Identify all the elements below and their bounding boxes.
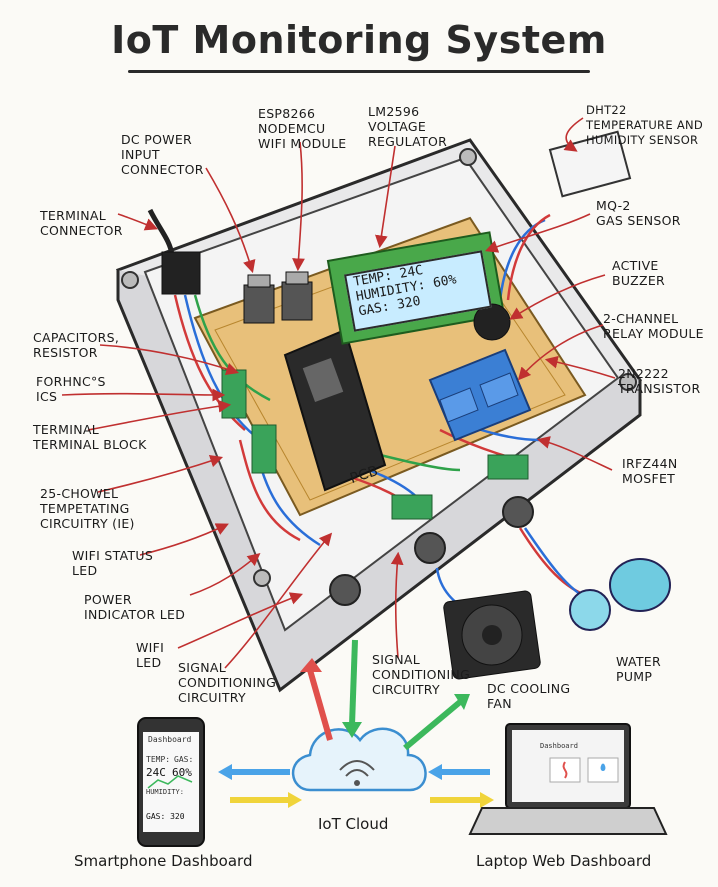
label-wifi-status-led: WIFI STATUS LED bbox=[72, 548, 154, 578]
label-signal-conditioning-2: SIGNAL CONDITIONING CIRCUITRY bbox=[372, 652, 471, 697]
label-buzzer: ACTIVE BUZZER bbox=[612, 258, 666, 288]
cooling-fan bbox=[443, 590, 541, 680]
label-lm2596: LM2596 VOLTAGE REGULATOR bbox=[368, 104, 448, 149]
label-signal-conditioning-1: SIGNAL CONDITIONING CIRCUITRY bbox=[178, 660, 277, 705]
water-pump bbox=[569, 558, 671, 631]
relay-module bbox=[428, 348, 532, 442]
page-title: IoT Monitoring System bbox=[111, 18, 607, 62]
terminal-blocks bbox=[221, 369, 529, 520]
label-transistor: 2N2222 TRANSISTOR bbox=[618, 366, 701, 396]
phone-gas-value: 60% bbox=[172, 766, 192, 779]
smartphone bbox=[137, 717, 205, 847]
laptop bbox=[468, 723, 668, 835]
phone-header: Dashboard bbox=[148, 735, 192, 744]
label-pump: WATER PUMP bbox=[616, 654, 661, 684]
esp8266-module bbox=[283, 328, 387, 492]
label-terminal-block: TERMINAL TERMINAL BLOCK bbox=[33, 422, 147, 452]
label-terminal-connector: TERMINAL CONNECTOR bbox=[40, 208, 123, 238]
caption-smartphone: Smartphone Dashboard bbox=[74, 852, 253, 870]
label-fan: DC COOLING FAN bbox=[487, 681, 571, 711]
label-wifi-led: WIFI LED bbox=[136, 640, 165, 670]
label-capacitors: CAPACITORS, RESISTOR bbox=[33, 330, 120, 360]
caption-laptop: Laptop Web Dashboard bbox=[476, 852, 652, 870]
wiring bbox=[173, 213, 591, 612]
phone-temp-value: 24C bbox=[146, 766, 166, 779]
label-mosfet: IRFZ44N MOSFET bbox=[622, 456, 678, 486]
leader-lines bbox=[61, 117, 616, 669]
title-underline bbox=[128, 70, 590, 73]
phone-temp-label: TEMP: bbox=[146, 755, 171, 764]
label-esp8266: ESP8266 NODEMCU WIFI MODULE bbox=[258, 106, 347, 151]
voltage-regulators bbox=[243, 271, 313, 324]
phone-gas-label: GAS: bbox=[174, 755, 194, 764]
cloud-label: IoT Cloud bbox=[318, 815, 389, 833]
label-mq2: MQ-2 GAS SENSOR bbox=[596, 198, 681, 228]
phone-humidity-label: HUMIDITY: bbox=[146, 788, 184, 796]
laptop-header: Dashboard bbox=[540, 742, 578, 750]
label-dc-power: DC POWER INPUT CONNECTOR bbox=[121, 132, 204, 177]
label-channel-circuitry: 25-CHOWEL TEMPETATING CIRCUITRY (IE) bbox=[40, 486, 135, 531]
label-power-led: POWER INDICATOR LED bbox=[84, 592, 186, 622]
label-ics: FORHNC°S ICs bbox=[36, 374, 106, 404]
dc-power-connector bbox=[147, 208, 201, 295]
phone-gas-row: GAS: 320 bbox=[146, 812, 185, 821]
label-relay: 2-CHANNEL RELAY MODULE bbox=[603, 311, 704, 341]
active-buzzer bbox=[473, 303, 511, 341]
label-dht22: DHT22 TEMPERATURE AND HUMIDITY SENSOR bbox=[586, 103, 704, 147]
data-flow-arrows bbox=[218, 639, 494, 808]
cloud-shape bbox=[291, 727, 427, 792]
